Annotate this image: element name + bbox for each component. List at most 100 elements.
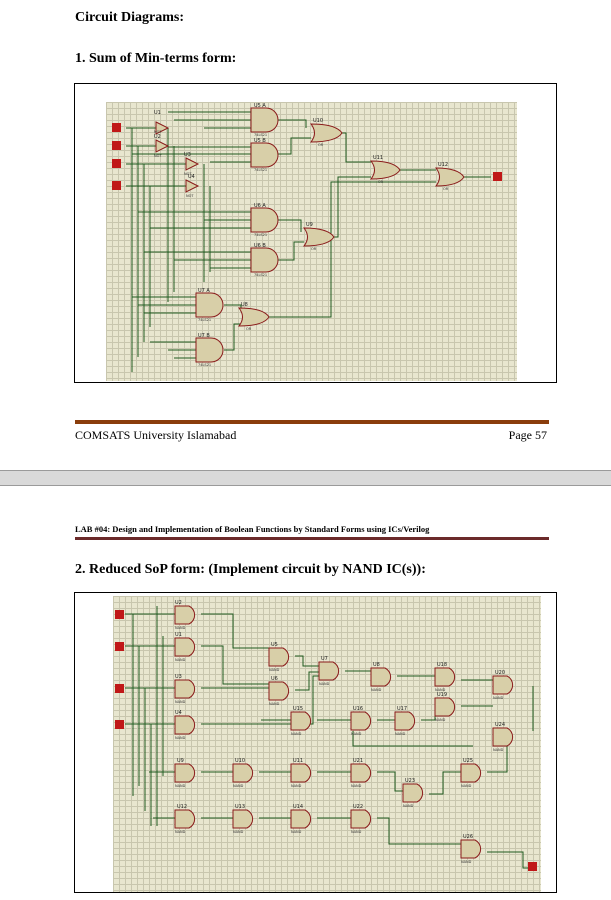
- label-u8: U8: [241, 302, 248, 308]
- subtitle-reduced-sop: 2. Reduced SoP form: (Implement circuit …: [75, 562, 426, 577]
- part-u6a: 74LS21: [254, 233, 267, 237]
- nand-gates-2: [174, 605, 514, 859]
- input-probe-b[interactable]: [112, 141, 121, 150]
- label2-u24: U24: [495, 722, 505, 728]
- part2-u3: NAND: [175, 700, 186, 704]
- part-u3: NOT: [184, 172, 192, 176]
- label2-u5: U5: [271, 642, 278, 648]
- wires-2: [125, 606, 534, 869]
- label2-u20: U20: [495, 670, 505, 676]
- label2-u22: U22: [353, 804, 363, 810]
- label2-u12: U12: [177, 804, 187, 810]
- part-u10: OR: [318, 143, 324, 147]
- footer-university: COMSATS University Islamabad: [75, 428, 237, 442]
- label-u7b: U7 B: [198, 333, 210, 339]
- part2-u18: NAND: [435, 688, 446, 692]
- label-u10: U10: [313, 118, 323, 124]
- input-probe-c2[interactable]: [115, 684, 124, 693]
- label-u9: U9: [306, 222, 313, 228]
- footer-rule: [75, 420, 549, 424]
- page-break: [0, 470, 611, 486]
- input-probe-c[interactable]: [112, 159, 121, 168]
- or-gates-1: [237, 123, 465, 327]
- label2-u9: U9: [177, 758, 184, 764]
- footer-page-number: Page 57: [508, 428, 547, 442]
- input-probe-a[interactable]: [112, 123, 121, 132]
- part2-u2: NAND: [175, 626, 186, 630]
- page-1: Circuit Diagrams: 1. Sum of Min-terms fo…: [74, 10, 557, 442]
- part2-u26: NAND: [461, 860, 472, 864]
- input-probes-2: [115, 610, 537, 871]
- label2-u16: U16: [353, 706, 363, 712]
- label-u12: U12: [438, 162, 448, 168]
- part2-u22: NAND: [351, 830, 362, 834]
- figure-frame-1: U1 U2 U3 U4 U5 A U5 B U6 A U6 B U7 A U7 …: [74, 83, 557, 383]
- label2-u26: U26: [463, 834, 473, 840]
- part-u5b: 74LS21: [254, 168, 267, 172]
- part-u8: OR: [246, 327, 252, 331]
- part-u2: NOT: [154, 154, 162, 158]
- part-u6b: 74LS21: [254, 273, 267, 277]
- part-u11: OR: [378, 180, 384, 184]
- label2-u19: U19: [437, 692, 447, 698]
- label2-u10: U10: [235, 758, 245, 764]
- label-u5b: U5 B: [254, 138, 266, 144]
- header-rule: [75, 537, 549, 540]
- part2-u11: NAND: [291, 784, 302, 788]
- input-probe-b2[interactable]: [115, 642, 124, 651]
- part-u1: NOT: [154, 130, 162, 134]
- part2-u16: NAND: [351, 732, 362, 736]
- not-gates-1: [155, 121, 200, 193]
- label-u6a: U6 A: [254, 203, 266, 209]
- label-u1: U1: [154, 110, 161, 116]
- part2-u23: NAND: [403, 804, 414, 808]
- part2-u25: NAND: [461, 784, 472, 788]
- gate-labels-2: U2 U1 U3 U4 U5 U6 U7 U8 U9 U10 U11 U12 U…: [175, 600, 505, 840]
- part-u4: NOT: [186, 194, 194, 198]
- part2-u19: NAND: [435, 718, 446, 722]
- circuit-diagram-1: U1 U2 U3 U4 U5 A U5 B U6 A U6 B U7 A U7 …: [112, 103, 502, 372]
- output-probe-2[interactable]: [528, 862, 537, 871]
- part2-u4: NAND: [175, 736, 186, 740]
- subtitle-sum-of-minterms: 1. Sum of Min-terms form:: [75, 51, 237, 66]
- label2-u17: U17: [397, 706, 407, 712]
- label2-u21: U21: [353, 758, 363, 764]
- label2-u2: U2: [175, 600, 182, 606]
- part2-u10: NAND: [233, 784, 244, 788]
- input-probe-a2[interactable]: [115, 610, 124, 619]
- gate-labels-1: U1 U2 U3 U4 U5 A U5 B U6 A U6 B U7 A U7 …: [154, 103, 448, 339]
- label-u3: U3: [184, 152, 191, 158]
- part2-u5: NAND: [269, 668, 280, 672]
- label-u5a: U5 A: [254, 103, 266, 109]
- part2-u8: NAND: [371, 688, 382, 692]
- label2-u1: U1: [175, 632, 182, 638]
- label2-u3: U3: [175, 674, 182, 680]
- part2-u1: NAND: [175, 658, 186, 662]
- part-u7b: 74LS21: [198, 363, 211, 367]
- label2-u25: U25: [463, 758, 473, 764]
- label2-u13: U13: [235, 804, 245, 810]
- circuit-canvas-1: U1 U2 U3 U4 U5 A U5 B U6 A U6 B U7 A U7 …: [106, 102, 517, 381]
- label-u6b: U6 B: [254, 243, 266, 249]
- label-u7a: U7 A: [198, 288, 210, 294]
- part-u5a: 74LS21: [254, 133, 267, 137]
- figure-frame-2: U2 U1 U3 U4 U5 U6 U7 U8 U9 U10 U11 U12 U…: [74, 592, 557, 893]
- label2-u23: U23: [405, 778, 415, 784]
- part-u7a: 74LS21: [198, 318, 211, 322]
- label2-u7: U7: [321, 656, 328, 662]
- part2-u6: NAND: [269, 702, 280, 706]
- part2-u24: NAND: [493, 748, 504, 752]
- label2-u15: U15: [293, 706, 303, 712]
- input-probe-d2[interactable]: [115, 720, 124, 729]
- label2-u18: U18: [437, 662, 447, 668]
- label-u2: U2: [154, 134, 161, 140]
- and-gates-1: [195, 107, 279, 363]
- output-probe[interactable]: [493, 172, 502, 181]
- input-probe-d[interactable]: [112, 181, 121, 190]
- label2-u6: U6: [271, 676, 278, 682]
- part-labels-1: NOT NOT NOT NOT 74LS21 74LS21 74LS21 74L…: [154, 130, 449, 367]
- wires-1: [126, 111, 491, 372]
- part2-u17: NAND: [395, 732, 406, 736]
- part2-u9: NAND: [175, 784, 186, 788]
- part-u9: OR: [311, 247, 317, 251]
